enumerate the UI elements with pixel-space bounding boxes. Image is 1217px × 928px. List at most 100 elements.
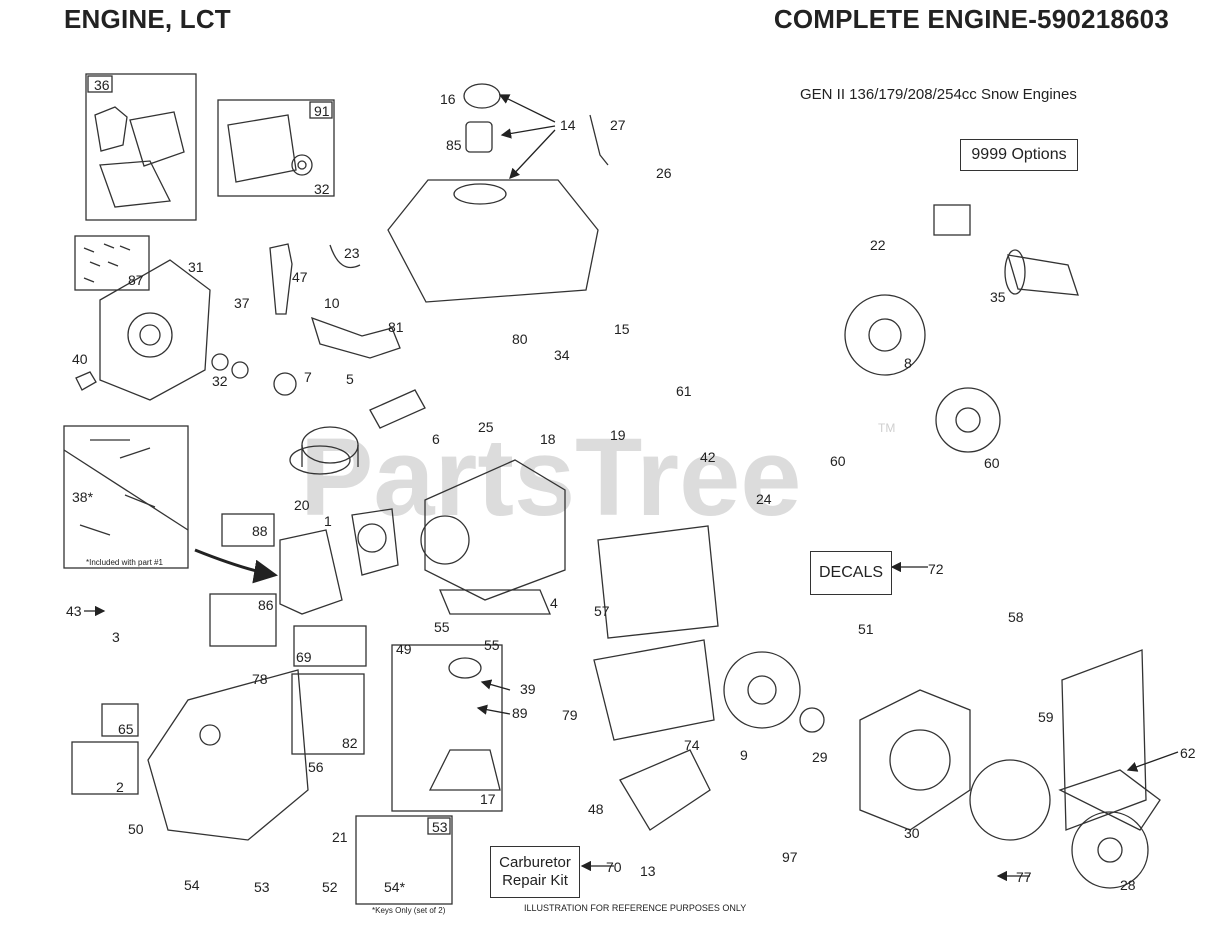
page-title-left: ENGINE, LCT (64, 4, 231, 34)
gasket-box-82 (291, 673, 365, 755)
part-label: 87 (128, 272, 144, 288)
part-label: 27 (610, 117, 626, 133)
part-label: 81 (388, 319, 404, 335)
part-label: 77 (1016, 869, 1032, 885)
options-box: 9999 Options (960, 139, 1078, 171)
gasket-shape (94, 106, 128, 152)
part-label: 32 (212, 373, 228, 389)
heat-shield-shape (593, 639, 715, 741)
part-label: 60 (984, 455, 1000, 471)
screw-kit-box-86 (209, 593, 277, 647)
connecting-rod-shape (369, 389, 426, 429)
part-label: 57 (594, 603, 610, 619)
part-label: 20 (294, 497, 310, 513)
part-label: 55 (484, 637, 500, 653)
part-label: 16 (440, 91, 456, 107)
part-label: 39 (520, 681, 536, 697)
part-label: 58 (1008, 609, 1024, 625)
part-label: 53 (432, 819, 448, 835)
part-label: 51 (858, 621, 874, 637)
gasket-set-box (85, 73, 197, 221)
part-label: 30 (904, 825, 920, 841)
part-label: 25 (478, 419, 494, 435)
diagram-subtitle: GEN II 136/179/208/254cc Snow Engines (800, 86, 1077, 103)
part-label: 9 (740, 747, 748, 763)
part-label: 18 (540, 431, 556, 447)
part-label: 24 (756, 491, 772, 507)
cylinder-head-shape (279, 529, 343, 615)
carburetor-box (391, 644, 503, 812)
electric-starter-shape (1004, 249, 1026, 295)
part-label: 36 (94, 77, 110, 93)
part-label: 14 (560, 117, 576, 133)
part-label: 82 (342, 735, 358, 751)
part-label: 31 (188, 259, 204, 275)
part-label: 80 (512, 331, 528, 347)
part-label: 49 (396, 641, 412, 657)
part-label: 19 (610, 427, 626, 443)
part-label: 88 (252, 523, 268, 539)
part-label: 60 (830, 453, 846, 469)
part-label: 6 (432, 431, 440, 447)
part-label: 61 (676, 383, 692, 399)
part-label: 54* (384, 879, 406, 895)
part-label: 21 (332, 829, 348, 845)
part-label: 15 (614, 321, 630, 337)
watermark-text: PartsTree (300, 416, 801, 539)
part-label: 78 (252, 671, 268, 687)
part-label: 1 (324, 513, 332, 529)
carb-kit-line-1: Carburetor (499, 854, 571, 871)
blower-housing-shape (147, 669, 309, 841)
part-label: 13 (640, 863, 656, 879)
part-label: 91 (314, 103, 330, 119)
part-label: 7 (304, 369, 312, 385)
fuel-cap-shape (463, 83, 501, 109)
part-label: 34 (554, 347, 570, 363)
flywheel-fan-shape (723, 651, 801, 729)
part-label: 2 (116, 779, 124, 795)
part-label: 59 (1038, 709, 1054, 725)
part-label: 4 (550, 595, 558, 611)
crankcase-cover-shape (99, 259, 211, 401)
part-label: 8 (904, 355, 912, 371)
part-label: 79 (562, 707, 578, 723)
engine-block-shape (424, 459, 566, 601)
flywheel-shape (844, 294, 926, 376)
part-label: 10 (324, 295, 340, 311)
part-label: 65 (118, 721, 134, 737)
part-label: 26 (656, 165, 672, 181)
watermark-trademark: TM (878, 421, 895, 435)
part-label: 55 (434, 619, 450, 635)
part-label: 38* (72, 489, 94, 505)
carb-kit-line-2: Repair Kit (502, 872, 568, 889)
screw-kit-box-69 (293, 625, 367, 667)
part-label: 35 (990, 289, 1006, 305)
part-label: 53 (254, 879, 270, 895)
part-label: 72 (928, 561, 944, 577)
illustration-note: ILLUSTRATION FOR REFERENCE PURPOSES ONLY (524, 903, 747, 913)
fuel-tank-shape (387, 179, 599, 303)
part-label: 40 (72, 351, 88, 367)
part-label: 28 (1120, 877, 1136, 893)
part-label: 48 (588, 801, 604, 817)
part-label: 89 (512, 705, 528, 721)
part-label: 3 (112, 629, 120, 645)
part-label: 5 (346, 371, 354, 387)
included-note: *Included with part #1 (86, 558, 163, 567)
part-label: 56 (308, 759, 324, 775)
part-label: 97 (782, 849, 798, 865)
key-kit-box (355, 815, 453, 905)
dipstick-shape (269, 243, 293, 315)
part-label: 50 (128, 821, 144, 837)
valve-kit-box (63, 425, 189, 569)
part-label: 47 (292, 269, 308, 285)
part-label: 17 (480, 791, 496, 807)
crankshaft-shape (310, 316, 401, 359)
part-label: 29 (812, 749, 828, 765)
carburetor-repair-kit-box: Carburetor Repair Kit (490, 846, 580, 898)
part-label: 32 (314, 181, 330, 197)
part-label: 69 (296, 649, 312, 665)
part-label: 85 (446, 137, 462, 153)
